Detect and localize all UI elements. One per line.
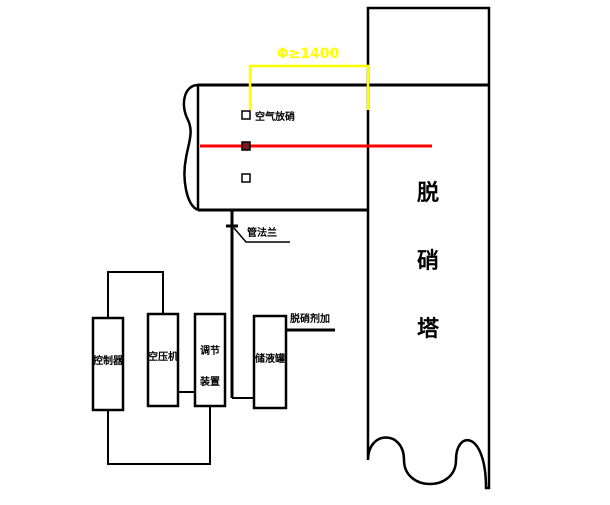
controller-label: 控制器 bbox=[93, 354, 124, 367]
regulator-label-line-1: 调节 bbox=[200, 344, 220, 357]
tower-label-char-1: 脱 bbox=[417, 180, 439, 206]
compressor-label: 空压机 bbox=[148, 350, 178, 363]
flue-duct bbox=[182, 83, 489, 212]
tower-label-char-3: 塔 bbox=[417, 316, 440, 342]
tower-label-char-2: 硝 bbox=[417, 248, 439, 274]
agent-inlet-label: 脱硝剂加 bbox=[290, 312, 330, 325]
air-inlet-label: 空气放硝 bbox=[255, 110, 295, 123]
flange-leader bbox=[233, 227, 290, 243]
bottom-wire bbox=[107, 406, 211, 465]
dimension-label: Φ≥1400 bbox=[277, 46, 340, 62]
air-nozzle-marker bbox=[241, 110, 251, 120]
denitration-tower bbox=[366, 6, 491, 490]
regulator-box bbox=[193, 312, 227, 408]
regulator-label-line-2: 装置 bbox=[199, 375, 220, 388]
flange-label: 管法兰 bbox=[247, 226, 277, 239]
duct-end-cap bbox=[182, 83, 199, 212]
lower-nozzle-marker bbox=[241, 173, 251, 183]
reservoir-box bbox=[252, 314, 288, 410]
reservoir-label: 储液罐 bbox=[254, 352, 285, 365]
dimension-marker bbox=[248, 64, 370, 110]
tower-outline bbox=[366, 6, 491, 490]
top-wire bbox=[107, 271, 164, 318]
mid-nozzle-marker bbox=[241, 141, 251, 151]
